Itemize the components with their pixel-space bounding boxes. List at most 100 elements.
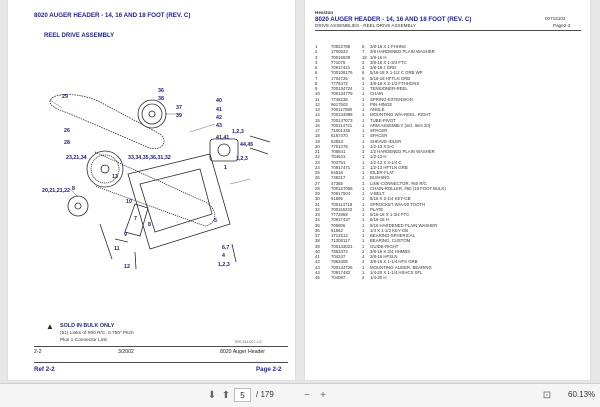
row-description: SHEAVE-IDLER: [370, 138, 402, 144]
callout-33-36: 33,34,35,36,31,32: [128, 155, 171, 161]
row-part-number: 70917482: [331, 269, 351, 275]
row-ref: 18: [315, 133, 320, 139]
row-part-number: 700117080: [331, 107, 353, 112]
row-ref: 9: [315, 86, 318, 91]
bulk-note-line-1: (51) Links of #60 R/C, 0.750" Pitch: [60, 331, 134, 336]
row-part-number: 70922788: [331, 44, 351, 49]
row-description: 3/8-16 J GRD: [370, 65, 397, 70]
callout-23-21-34: 23,21,34: [66, 155, 87, 161]
row-ref: 30: [315, 196, 320, 202]
row-description: 5/16 HARDENED PLAIN WASHER: [370, 222, 438, 228]
callout-1: 1: [224, 165, 227, 171]
row-qty: 1: [362, 201, 365, 207]
row-description: 1/2-13 H: [370, 154, 387, 160]
zoom-in-button[interactable]: +: [316, 388, 330, 402]
row-qty: 1: [362, 206, 365, 212]
row-qty: 1: [362, 196, 365, 202]
row-qty: 1: [362, 164, 365, 170]
callout-9: 9: [124, 232, 127, 238]
fit-page-button[interactable]: ⊡: [540, 388, 554, 402]
figure-code: TBR 334-007-1/2: [234, 340, 262, 344]
page-number-input[interactable]: 5: [234, 388, 251, 402]
footer-title: 8020 Auger Header: [220, 349, 265, 355]
row-part-number: 1700523: [331, 49, 348, 55]
row-ref: 6: [315, 70, 318, 76]
row-qty: 1: [362, 128, 365, 133]
callout-5: 5: [214, 218, 217, 224]
row-part-number: 700133021: [331, 243, 353, 249]
callout-26: 26: [64, 128, 70, 134]
callout-44-45: 44,45: [240, 142, 254, 148]
prev-page-button[interactable]: ⬇: [205, 388, 219, 402]
row-description: CHAIN: [370, 91, 384, 97]
row-description: 1/2 HARDENED PLAIN WASHER: [370, 149, 435, 154]
ref-label: Ref 2-2: [34, 366, 55, 373]
row-qty: 7: [362, 49, 365, 55]
row-ref: 12: [315, 101, 320, 107]
callout-28: 28: [64, 140, 70, 146]
row-ref: 5: [315, 65, 318, 70]
callout-4: 4: [222, 253, 225, 259]
row-part-number: 70016839: [331, 54, 351, 60]
callout-38: 38: [158, 96, 164, 102]
row-description: SPACER: [370, 133, 388, 139]
next-page-button[interactable]: ⬆: [219, 388, 233, 402]
row-qty: 6: [362, 44, 365, 49]
viewer-toolbar: ⬇ ⬆ 5 / 179 − + ⊡ 60.13%: [0, 383, 600, 407]
row-ref: 11: [315, 96, 320, 102]
row-part-number: 700127058: [331, 185, 353, 191]
row-qty: 1: [362, 80, 365, 86]
row-ref: 7: [315, 75, 318, 81]
row-part-number: 700114718: [331, 201, 353, 207]
row-description: SPROCKET W/A-60 TOOTH: [370, 201, 426, 207]
row-ref: 35: [315, 222, 320, 228]
row-description: SPACER: [370, 128, 388, 133]
row-ref: 24: [315, 164, 320, 170]
row-description: CHAIN-ROLLER, #60 (18 FOOT BULK): [370, 185, 446, 191]
callout-39: 39: [176, 113, 182, 119]
page-label: Page 2-2: [256, 366, 282, 373]
callout-8b: 8: [148, 222, 151, 228]
row-description: BEARING, CUSTOM: [370, 238, 411, 244]
row-ref: 4: [315, 59, 318, 65]
callout-6-7: 6,7: [222, 245, 230, 251]
row-part-number: 54516: [331, 170, 343, 175]
bulk-note-line-2: Plus 1 Connector Link: [60, 338, 107, 343]
row-ref: 19: [315, 138, 320, 144]
row-qty: 1: [362, 112, 365, 118]
row-description: 3/8 HARDENED PLAIN WASHER: [370, 49, 435, 55]
zoom-out-button[interactable]: −: [300, 388, 314, 402]
row-description: 5/16-18 H: [370, 217, 389, 223]
row-description: SPRING-EXTENSION: [370, 96, 413, 102]
footer-divider-2: [34, 362, 288, 363]
row-qty: 1: [362, 212, 365, 217]
row-ref: 8: [315, 80, 318, 86]
row-ref: 1: [315, 44, 318, 49]
row-part-number: 71001345: [331, 128, 351, 133]
page-right: Hesston 8020 AUGER HEADER - 14, 16 AND 1…: [305, 0, 590, 380]
row-ref: 20: [315, 143, 320, 149]
callout-42: 42: [216, 115, 222, 121]
page-total: / 179: [256, 390, 274, 399]
row-part-number: 61662: [331, 227, 343, 233]
row-qty: 1: [362, 170, 365, 175]
row-description: PIN-HINGE: [370, 101, 393, 107]
row-description: 1/2-13 X 5-C: [370, 143, 395, 149]
row-part-number: 71308117: [331, 238, 350, 244]
